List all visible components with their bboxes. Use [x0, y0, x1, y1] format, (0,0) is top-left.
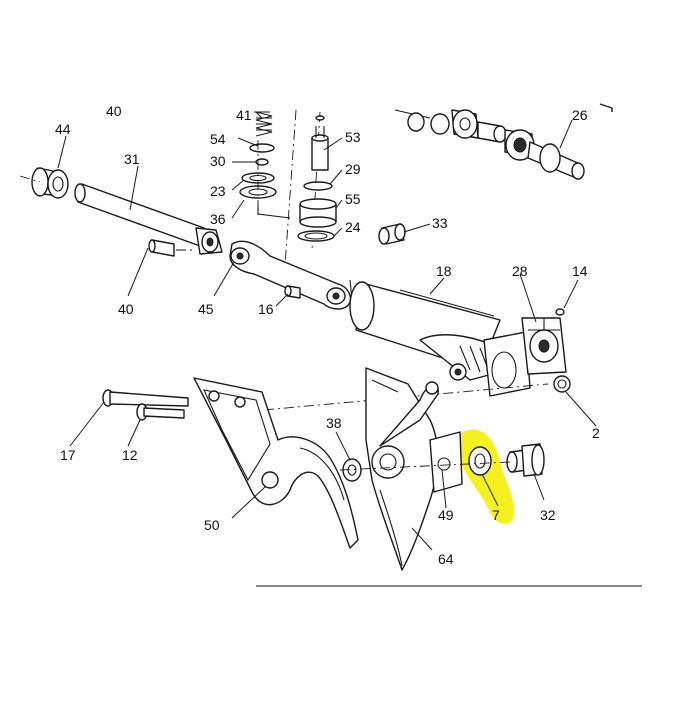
callout-44: 44	[55, 121, 71, 137]
callout-2: 2	[592, 425, 600, 441]
callout-labels: 40 41 44 54 53 26 31 30 29 23 55 36 24 3…	[55, 103, 600, 567]
callout-45: 45	[198, 301, 214, 317]
link-45	[229, 240, 353, 310]
leader-lines	[57, 111, 597, 551]
bolt-12	[136, 403, 185, 421]
callout-12: 12	[122, 447, 138, 463]
bushing-stack	[297, 111, 337, 251]
callout-7: 7	[492, 507, 500, 523]
blade-64	[365, 367, 439, 571]
bracket-28	[521, 317, 567, 375]
nut-2	[553, 375, 571, 393]
callout-26: 26	[572, 107, 588, 123]
callout-40: 40	[118, 301, 134, 317]
callout-55: 55	[345, 191, 361, 207]
callout-14: 14	[572, 263, 588, 279]
callout-36: 36	[210, 211, 226, 227]
callout-50: 50	[204, 517, 220, 533]
cylinder-18	[349, 281, 531, 397]
roller-44	[31, 167, 69, 199]
bolt-17	[102, 389, 189, 407]
callout-31: 31	[124, 151, 140, 167]
pin-40	[148, 239, 196, 257]
highlight-marker	[456, 429, 515, 524]
washer-7	[468, 446, 492, 476]
callout-49: 49	[438, 507, 454, 523]
pin-16	[284, 285, 301, 299]
callout-30: 30	[210, 153, 226, 169]
callout-64: 64	[438, 551, 454, 567]
callout-41: 41	[236, 107, 252, 123]
callout-17: 17	[60, 447, 76, 463]
callout-54: 54	[210, 131, 226, 147]
callout-24: 24	[345, 219, 361, 235]
bolt-32	[506, 443, 545, 477]
shaft-26-assembly	[394, 103, 613, 180]
callout-38: 38	[326, 415, 342, 431]
callout-18: 18	[436, 263, 452, 279]
callout-16: 16	[258, 301, 274, 317]
nut-14	[555, 308, 565, 316]
callout-29: 29	[345, 161, 361, 177]
shaft-31	[74, 183, 223, 255]
callout-53: 53	[345, 129, 361, 145]
bolt-33	[378, 223, 406, 245]
spring-stack	[239, 109, 297, 281]
callout-32: 32	[540, 507, 556, 523]
plate-49	[429, 431, 463, 493]
callout-40-top: 40	[106, 103, 122, 119]
callout-33: 33	[432, 215, 448, 231]
blade-arm-50	[193, 377, 359, 549]
callout-23: 23	[210, 183, 226, 199]
callout-28: 28	[512, 263, 528, 279]
